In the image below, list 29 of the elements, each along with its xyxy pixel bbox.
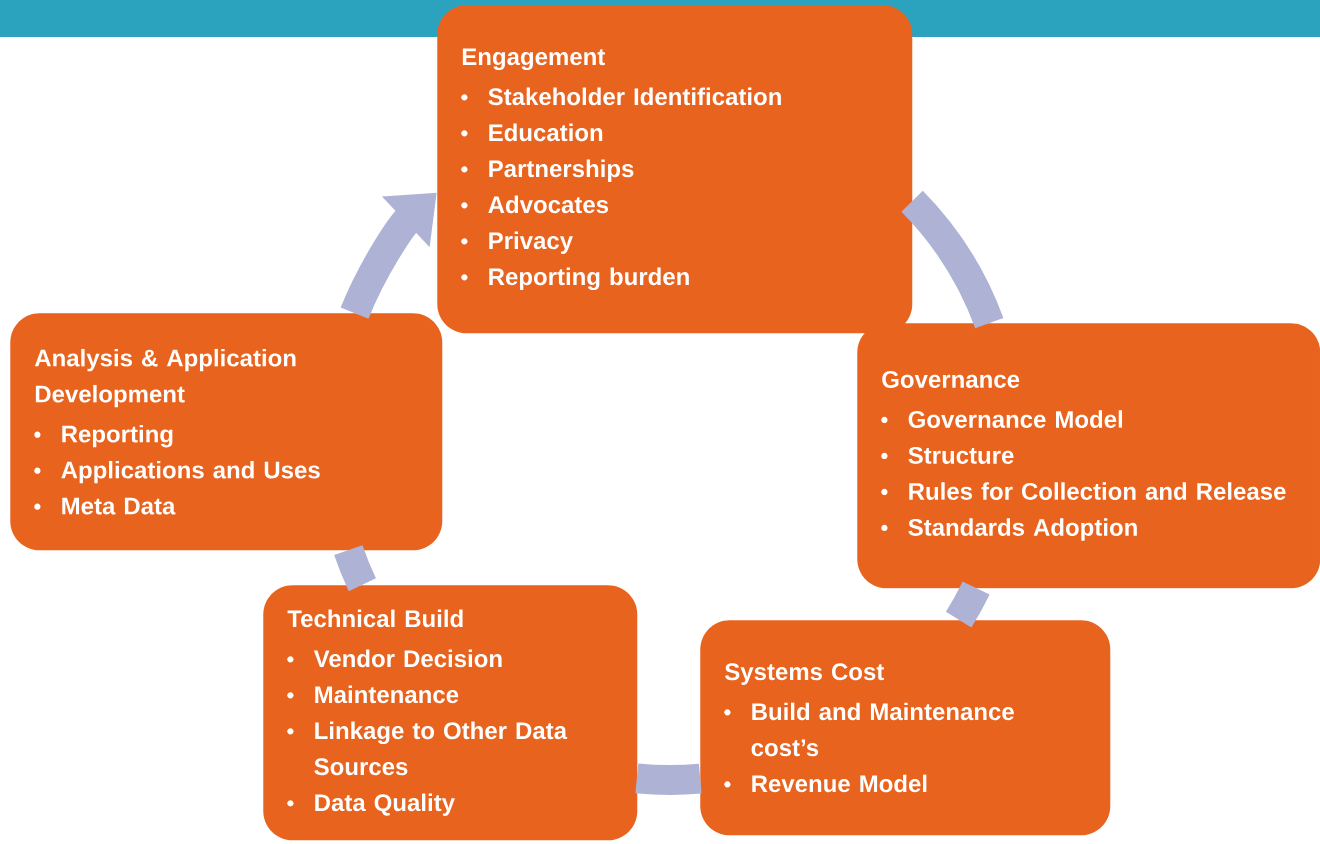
list-item: Applications and Uses (34, 460, 320, 484)
rounded-box (437, 5, 913, 334)
list-item: Partnerships (461, 159, 634, 182)
rounded-box (263, 585, 638, 841)
list-item: Meta Data (34, 497, 176, 515)
list-item: Maintenance (287, 685, 459, 704)
list-item: Stakeholder Identification (461, 87, 781, 106)
heading: Technical Build (287, 609, 463, 628)
list-item: Rules for Collection and Release (881, 482, 1286, 500)
list-item: Privacy (461, 231, 573, 254)
heading: Analysis & Application Development (34, 348, 296, 408)
heading: Systems Cost (724, 663, 884, 685)
list-item: Education (461, 123, 603, 142)
list-item: Structure (881, 446, 1014, 464)
list-item: Build and Maintenance cost’s (724, 702, 1014, 757)
rounded-box (10, 313, 443, 551)
heading: Governance (882, 370, 1020, 388)
rounded-box (857, 323, 1320, 589)
list-item: Advocates (461, 195, 609, 214)
list-item: Reporting (34, 424, 173, 448)
list-item: Linkage to Other Data Sources (287, 721, 568, 776)
list-item: Data Quality (287, 793, 455, 816)
rounded-box (700, 620, 1111, 836)
heading: Engagement (462, 48, 605, 71)
list-item: Vendor Decision (287, 649, 502, 668)
list-item: Governance Model (881, 410, 1123, 428)
list-item: Reporting burden (461, 267, 689, 291)
list-item: Standards Adoption (881, 518, 1137, 541)
list-item: Revenue Model (724, 774, 927, 793)
